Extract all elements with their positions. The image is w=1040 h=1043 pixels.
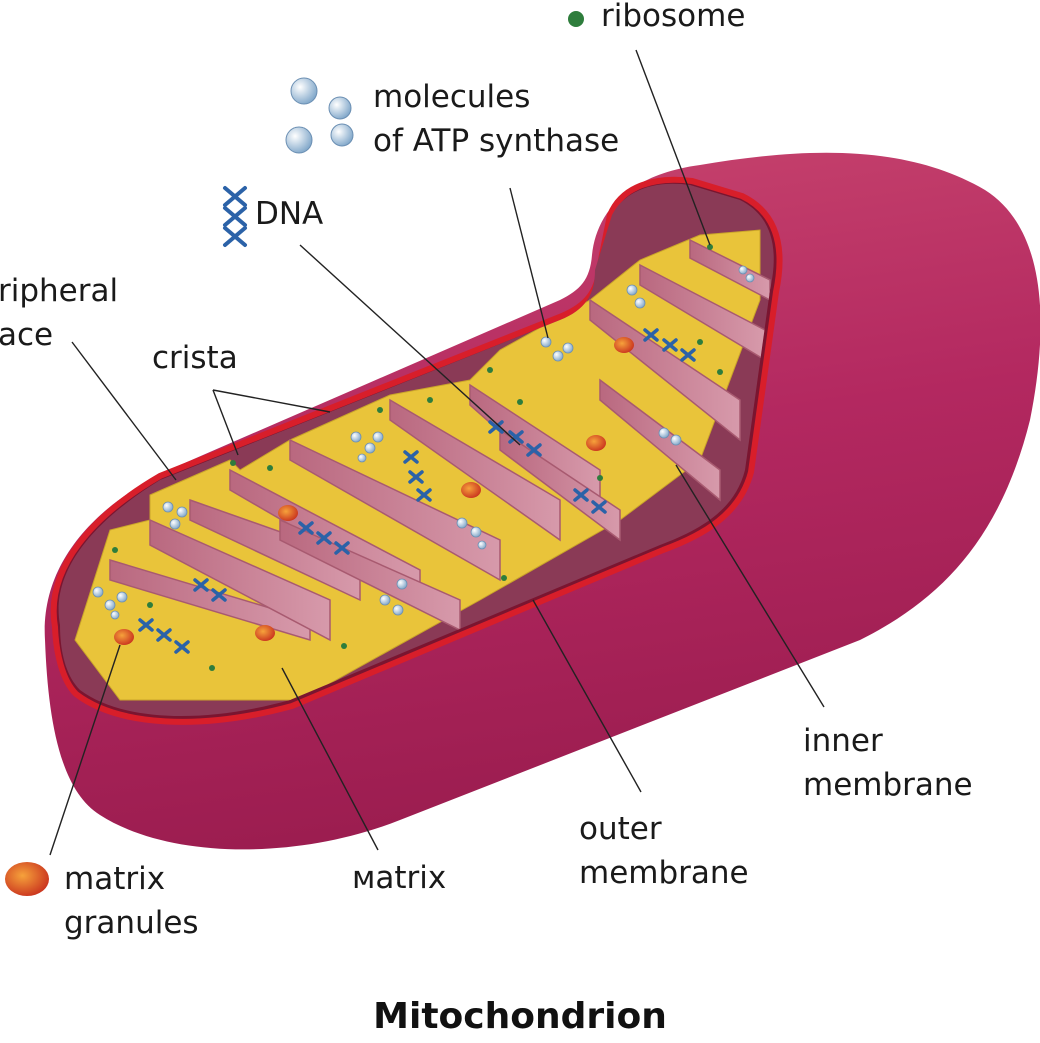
label-inner-membrane: inner membrane	[803, 719, 973, 807]
ribosome-legend-icon	[568, 11, 584, 27]
label-ribosome: ribosome	[601, 0, 746, 34]
label-outer-line2: membrane	[579, 855, 749, 891]
label-crista: crista	[152, 340, 238, 376]
label-matrix-granules: matrix granules	[64, 857, 199, 945]
label-inner-line2: membrane	[803, 767, 973, 803]
label-inner-line1: inner	[803, 723, 883, 759]
leader-lines	[49, 49, 825, 856]
label-atp-synthase: molecules of ATP synthase	[373, 75, 619, 163]
label-granules-line2: granules	[64, 905, 199, 941]
matrix-granule-legend-icon	[5, 862, 49, 896]
label-atp-line1: molecules	[373, 79, 531, 115]
label-peripheral-line1: ripheral	[0, 273, 119, 309]
label-dna: DNA	[255, 196, 324, 232]
label-atp-line2: of ATP synthase	[373, 123, 620, 159]
label-outer-membrane: outer membrane	[579, 807, 749, 895]
diagram-title: Mitochondrion	[373, 996, 667, 1037]
ribosome-dots	[112, 244, 723, 671]
matrix-granules-dots	[114, 337, 634, 645]
dna-strands	[138, 328, 696, 654]
atp-synthase-legend-icon	[285, 77, 354, 154]
atp-synthase-molecules	[92, 265, 755, 620]
label-peripheral-space: ripheral ace	[0, 269, 118, 357]
label-granules-line1: matrix	[64, 861, 166, 897]
dna-legend-icon	[223, 186, 247, 247]
label-peripheral-line2: ace	[0, 317, 54, 353]
cristae	[109, 238, 771, 642]
label-matrix: мatrix	[352, 860, 447, 896]
label-outer-line1: outer	[579, 811, 662, 847]
